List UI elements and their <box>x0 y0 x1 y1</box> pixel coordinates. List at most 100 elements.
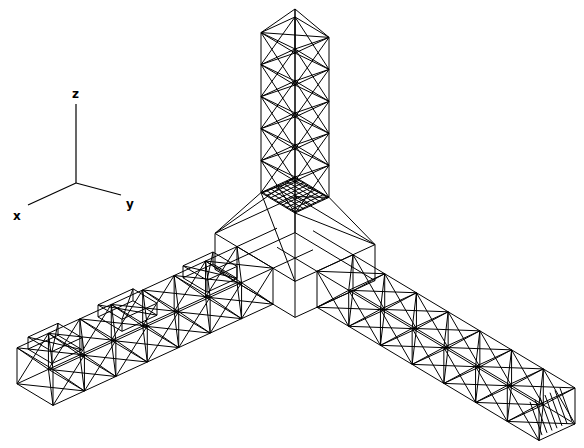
truss-member <box>317 271 349 290</box>
axis-label: y <box>126 198 134 210</box>
truss-member <box>317 271 349 326</box>
truss-member <box>575 388 576 424</box>
truss-member <box>295 9 329 37</box>
truss-member <box>174 261 205 311</box>
truss-member <box>80 304 111 354</box>
truss-member <box>261 65 295 117</box>
truss-member <box>133 289 157 303</box>
truss-member <box>380 309 412 364</box>
truss-member <box>261 65 295 85</box>
truss-member <box>295 17 329 37</box>
truss-member <box>82 338 83 350</box>
truss-member <box>28 349 52 363</box>
truss-member <box>412 312 448 329</box>
truss-member <box>157 303 158 315</box>
truss-member <box>416 293 448 312</box>
truss-member <box>295 113 329 165</box>
truss-member <box>261 129 262 161</box>
truss-member <box>183 252 213 266</box>
axis-line <box>75 104 76 183</box>
truss-member <box>52 338 82 352</box>
truss-member <box>122 319 123 331</box>
truss-member <box>444 347 476 402</box>
truss-member <box>317 271 318 307</box>
truss-member <box>329 101 330 133</box>
truss-member <box>183 266 207 280</box>
truss-member <box>512 369 544 386</box>
truss-member <box>476 366 508 385</box>
truss-wireframe <box>17 9 575 440</box>
truss-member <box>476 402 544 404</box>
truss-member <box>237 266 238 278</box>
truss-member <box>349 290 381 345</box>
truss-member <box>329 197 375 244</box>
axis-line <box>76 183 121 195</box>
truss-member <box>353 255 385 310</box>
truss-member <box>295 149 296 181</box>
truss-member <box>295 81 329 101</box>
truss-member <box>53 355 84 369</box>
truss-member <box>261 33 295 85</box>
truss-member <box>353 255 385 274</box>
truss-member <box>550 393 562 426</box>
truss-member <box>261 97 295 149</box>
truss-member <box>242 268 273 282</box>
truss-member <box>261 97 295 117</box>
truss-member <box>385 274 417 293</box>
truss-member <box>295 117 296 149</box>
truss-member <box>122 315 157 331</box>
truss-member <box>349 310 385 327</box>
truss-member <box>476 350 512 367</box>
truss-member <box>329 37 330 69</box>
truss-member <box>215 269 295 317</box>
truss-member <box>84 340 115 354</box>
truss-member <box>313 231 353 255</box>
truss-member <box>476 402 508 421</box>
truss-member <box>512 350 544 369</box>
truss-member <box>147 312 178 362</box>
truss-member <box>295 49 329 69</box>
truss-member <box>385 274 417 329</box>
truss-member <box>349 255 353 291</box>
truss-member <box>448 331 480 348</box>
truss-member <box>295 281 296 317</box>
truss-member <box>317 307 349 326</box>
truss-member <box>98 305 157 315</box>
truss-member <box>179 297 210 347</box>
truss-member <box>58 323 82 337</box>
truss-member <box>28 337 52 351</box>
truss-member <box>380 329 416 346</box>
truss-member <box>261 97 262 129</box>
truss-member <box>183 278 207 292</box>
truss-member <box>349 326 381 345</box>
truss-member <box>295 197 375 245</box>
truss-member <box>295 145 329 165</box>
truss-member <box>507 369 543 386</box>
truss-member <box>215 233 216 269</box>
truss-member <box>52 323 58 351</box>
truss-member <box>295 245 375 282</box>
truss-member <box>543 405 575 424</box>
truss-member <box>412 328 444 347</box>
truss-member <box>329 133 330 165</box>
truss-member <box>507 385 539 404</box>
truss-member <box>444 312 448 348</box>
truss-member <box>53 355 84 405</box>
truss-member <box>207 278 237 292</box>
truss-member <box>329 165 330 197</box>
truss-member <box>507 350 511 386</box>
axis-triad <box>28 104 121 205</box>
truss-member <box>380 345 448 347</box>
truss-member <box>294 197 328 213</box>
truss-member <box>545 395 557 428</box>
truss-member <box>295 133 329 145</box>
truss-member <box>349 326 417 328</box>
truss-member <box>329 69 330 101</box>
truss-member <box>317 307 385 309</box>
truss-member <box>261 161 295 181</box>
truss-member <box>543 369 575 388</box>
truss-member <box>215 193 261 234</box>
truss-member <box>375 245 376 281</box>
truss-member <box>412 348 448 365</box>
truss-member <box>295 17 329 69</box>
